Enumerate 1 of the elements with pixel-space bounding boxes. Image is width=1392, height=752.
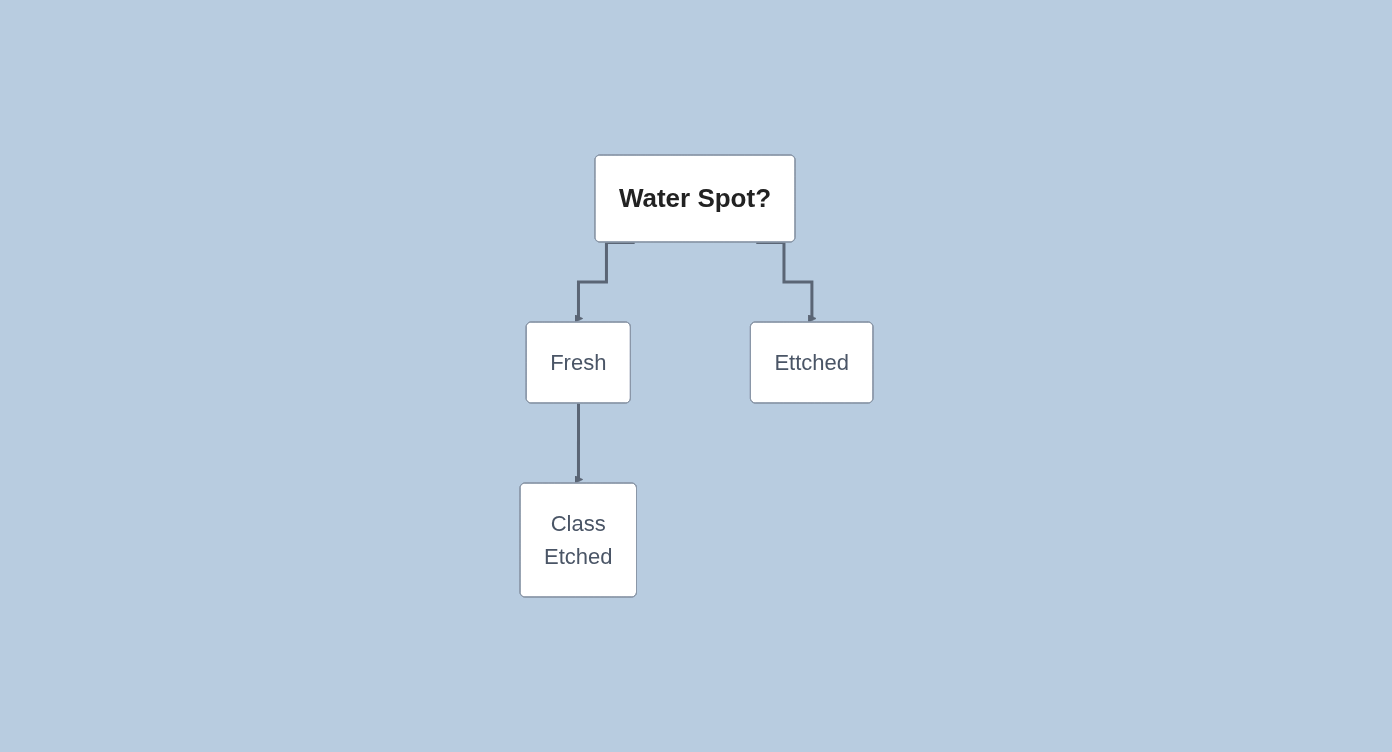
arrow (573, 402, 583, 484)
